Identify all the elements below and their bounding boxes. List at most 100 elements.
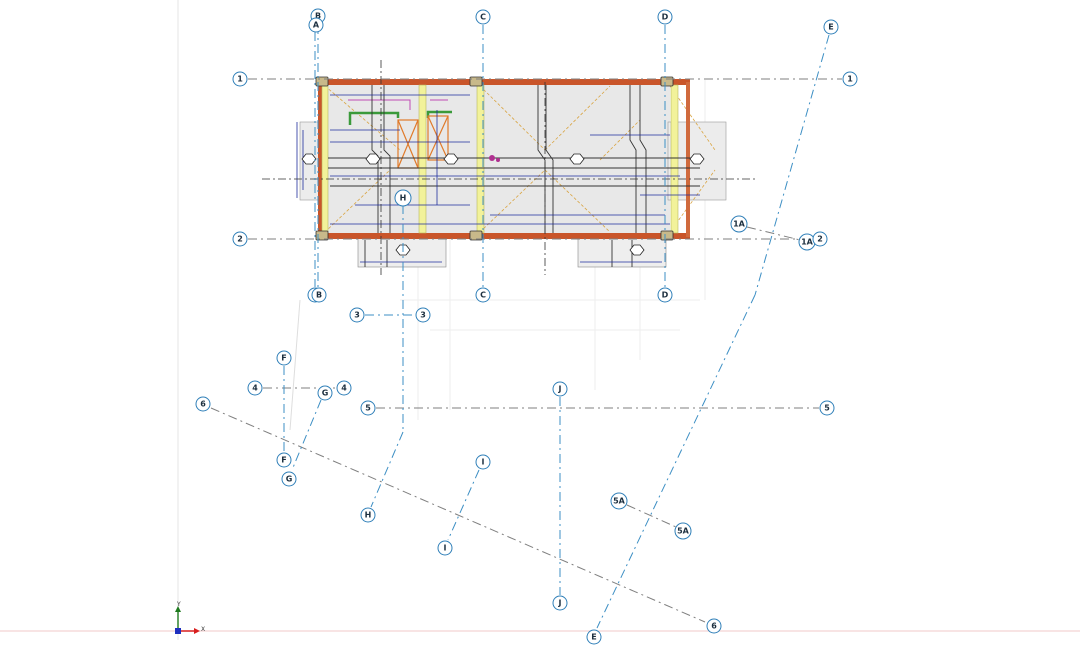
svg-text:F: F xyxy=(281,354,286,363)
grid-line-6 xyxy=(210,407,706,623)
axis-indicator: Y X xyxy=(175,601,205,634)
grid-bubble-2-right[interactable]: 2 xyxy=(812,231,828,247)
grid-bubble-1a-right[interactable]: 1A xyxy=(798,233,816,251)
grid-bubble-d-top[interactable]: D xyxy=(657,9,673,25)
pile-markers xyxy=(301,153,705,256)
grid-bubble-4-right[interactable]: 4 xyxy=(336,380,352,396)
svg-text:A: A xyxy=(313,21,320,30)
column-d2 xyxy=(660,230,674,241)
grid-bubble-h-top[interactable]: H xyxy=(394,189,412,207)
grid-bubble-h-bottom[interactable]: H xyxy=(360,507,376,523)
grid-bubble-6-right[interactable]: 6 xyxy=(706,618,722,634)
grid-line-5a xyxy=(626,504,677,528)
column-a2 xyxy=(315,230,329,241)
grid-line-g xyxy=(291,399,322,471)
grid-bubble-6-left[interactable]: 6 xyxy=(195,396,211,412)
internal-walls xyxy=(328,85,700,267)
svg-text:5A: 5A xyxy=(677,527,690,536)
column-d1 xyxy=(660,76,674,87)
svg-text:4: 4 xyxy=(252,384,258,393)
svg-text:4: 4 xyxy=(341,384,347,393)
grid-bubble-e-bottom[interactable]: E xyxy=(586,629,602,645)
svg-text:6: 6 xyxy=(200,400,206,409)
svg-text:D: D xyxy=(662,13,669,22)
grid-bubble-3-right[interactable]: 3 xyxy=(415,307,431,323)
svg-text:F: F xyxy=(281,456,286,465)
svg-text:J: J xyxy=(558,385,562,394)
svg-text:I: I xyxy=(444,544,447,553)
grid-bubble-5a-right[interactable]: 5A xyxy=(674,522,692,540)
svg-text:C: C xyxy=(480,13,486,22)
grid-bubble-b-bottom[interactable]: B xyxy=(311,287,327,303)
svg-text:3: 3 xyxy=(354,311,360,320)
grid-bubble-2-left[interactable]: 2 xyxy=(232,231,248,247)
grid-bubble-j-bottom[interactable]: J xyxy=(552,595,568,611)
svg-text:5: 5 xyxy=(365,404,371,413)
svg-text:2: 2 xyxy=(237,235,243,244)
hidden-lines xyxy=(324,85,716,233)
svg-text:1: 1 xyxy=(237,75,243,84)
walls-yellow xyxy=(321,84,679,234)
grid-bubble-i-top[interactable]: I xyxy=(475,454,491,470)
grid-line-e-lower xyxy=(596,294,756,629)
grid-bubble-c-bottom[interactable]: C xyxy=(475,287,491,303)
svg-text:5: 5 xyxy=(824,404,830,413)
svg-text:I: I xyxy=(482,458,485,467)
grid-bubbles[interactable]: B A C D E 1 1 A B C D 2 1A 1A 2 H 3 3 F … xyxy=(195,8,858,645)
column-c2 xyxy=(469,230,483,241)
origin-marker xyxy=(175,628,181,634)
dimension-lines xyxy=(296,94,700,263)
grid-bubble-f-top[interactable]: F xyxy=(276,350,292,366)
x-axis-label: X xyxy=(201,626,205,633)
svg-text:H: H xyxy=(400,194,407,203)
grid-line-e-upper xyxy=(754,34,830,296)
svg-text:E: E xyxy=(828,23,833,32)
grid-bubble-3-left[interactable]: 3 xyxy=(349,307,365,323)
grid-bubble-g-top[interactable]: G xyxy=(317,385,333,401)
grid-line-i xyxy=(447,469,480,541)
grid-line-1a xyxy=(746,226,801,241)
point-marks xyxy=(489,155,500,162)
svg-text:1A: 1A xyxy=(801,238,814,247)
beam-grid-a xyxy=(318,82,322,237)
beam-grid-2 xyxy=(318,233,690,239)
grid-bubble-j-top[interactable]: J xyxy=(552,381,568,397)
beam-grid-1 xyxy=(318,79,690,85)
grid-bubble-e-top[interactable]: E xyxy=(823,19,839,35)
grid-bubble-1a-left[interactable]: 1A xyxy=(730,215,748,233)
svg-text:2: 2 xyxy=(817,235,823,244)
svg-text:5A: 5A xyxy=(613,497,626,506)
grid-bubble-a-top[interactable]: A xyxy=(308,17,324,33)
svg-text:1: 1 xyxy=(847,75,853,84)
y-axis-label: Y xyxy=(176,601,181,608)
svg-text:B: B xyxy=(316,291,322,300)
building-plan[interactable] xyxy=(262,60,758,275)
grid-bubble-i-bottom[interactable]: I xyxy=(437,540,453,556)
svg-text:J: J xyxy=(558,599,562,608)
grid-bubble-f-bottom[interactable]: F xyxy=(276,452,292,468)
grid-bubble-d-bottom[interactable]: D xyxy=(657,287,673,303)
grid-line-h-lower xyxy=(370,431,404,508)
footing-right xyxy=(577,236,667,268)
grid-bubble-1-left[interactable]: 1 xyxy=(232,71,248,87)
svg-text:1A: 1A xyxy=(733,220,746,229)
grid-bubble-1-right[interactable]: 1 xyxy=(842,71,858,87)
svg-text:H: H xyxy=(365,511,372,520)
wall-outline-magenta xyxy=(348,99,448,110)
grid-bubble-5-right[interactable]: 5 xyxy=(819,400,835,416)
svg-text:B: B xyxy=(315,12,321,21)
beam-right-edge xyxy=(686,82,690,237)
column-c1 xyxy=(469,76,483,87)
grid-bubble-5a-left[interactable]: 5A xyxy=(610,492,628,510)
grid-bubble-c-top[interactable]: C xyxy=(475,9,491,25)
grid-lines xyxy=(210,25,842,629)
svg-text:E: E xyxy=(591,633,596,642)
svg-text:G: G xyxy=(286,475,293,484)
svg-text:3: 3 xyxy=(420,311,426,320)
grid-bubble-g-bottom[interactable]: G xyxy=(281,471,297,487)
grid-bubble-5-left[interactable]: 5 xyxy=(360,400,376,416)
grid-bubble-4-left[interactable]: 4 xyxy=(247,380,263,396)
svg-text:C: C xyxy=(480,291,486,300)
svg-text:D: D xyxy=(662,291,669,300)
